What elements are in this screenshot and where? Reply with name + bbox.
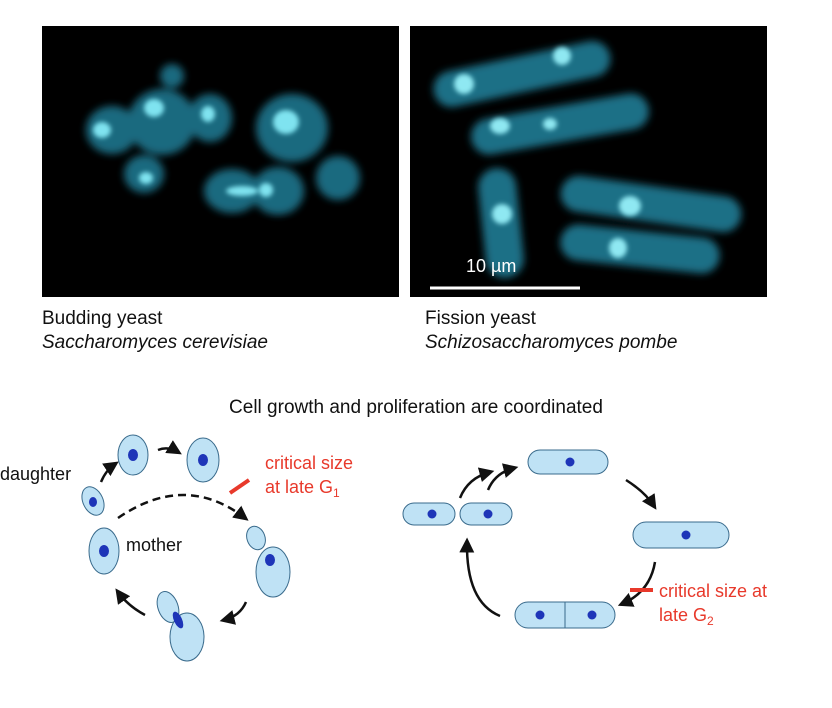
- fission-yeast-micrograph: 10 µm: [410, 26, 767, 297]
- budded-mother: [255, 546, 291, 598]
- mother-label: mother: [126, 535, 182, 555]
- g2-checkpoint-label-line2: late G2: [659, 605, 714, 628]
- g1-checkpoint-label-line2: at late G1: [265, 477, 340, 500]
- fission-cycle: [402, 449, 730, 629]
- diagram-title: Cell growth and proliferation are coordi…: [229, 397, 603, 418]
- g1-checkpoint-bar: [228, 478, 251, 495]
- long-fission-cell: [632, 521, 730, 549]
- budding-yeast-micrograph: [42, 26, 399, 297]
- g2-checkpoint-label-line1: critical size at: [659, 581, 767, 601]
- fission-nuclei: [427, 457, 691, 620]
- bud-small: [246, 525, 266, 551]
- fission-common-name: Fission yeast: [425, 308, 536, 329]
- fission-yeast-caption: Fission yeast Schizosaccharomyces pombe: [425, 307, 677, 355]
- budding-yeast-caption: Budding yeast Saccharomyces cerevisiae: [42, 307, 268, 355]
- fission-scientific-name: Schizosaccharomyces pombe: [425, 332, 678, 353]
- scale-bar-label: 10 µm: [466, 256, 517, 276]
- budding-nuclei: [89, 449, 275, 629]
- g1-checkpoint-label-line1: critical size: [265, 453, 353, 473]
- budding-cycle: [81, 434, 291, 662]
- cell-cycle-diagrams: daughter mother critical size at late G1…: [0, 434, 767, 662]
- budding-arrows: [99, 440, 249, 625]
- daughter-label: daughter: [0, 464, 71, 484]
- fission-arrows: [458, 463, 657, 618]
- budding-common-name: Budding yeast: [42, 308, 163, 329]
- budding-scientific-name: Saccharomyces cerevisiae: [42, 332, 268, 353]
